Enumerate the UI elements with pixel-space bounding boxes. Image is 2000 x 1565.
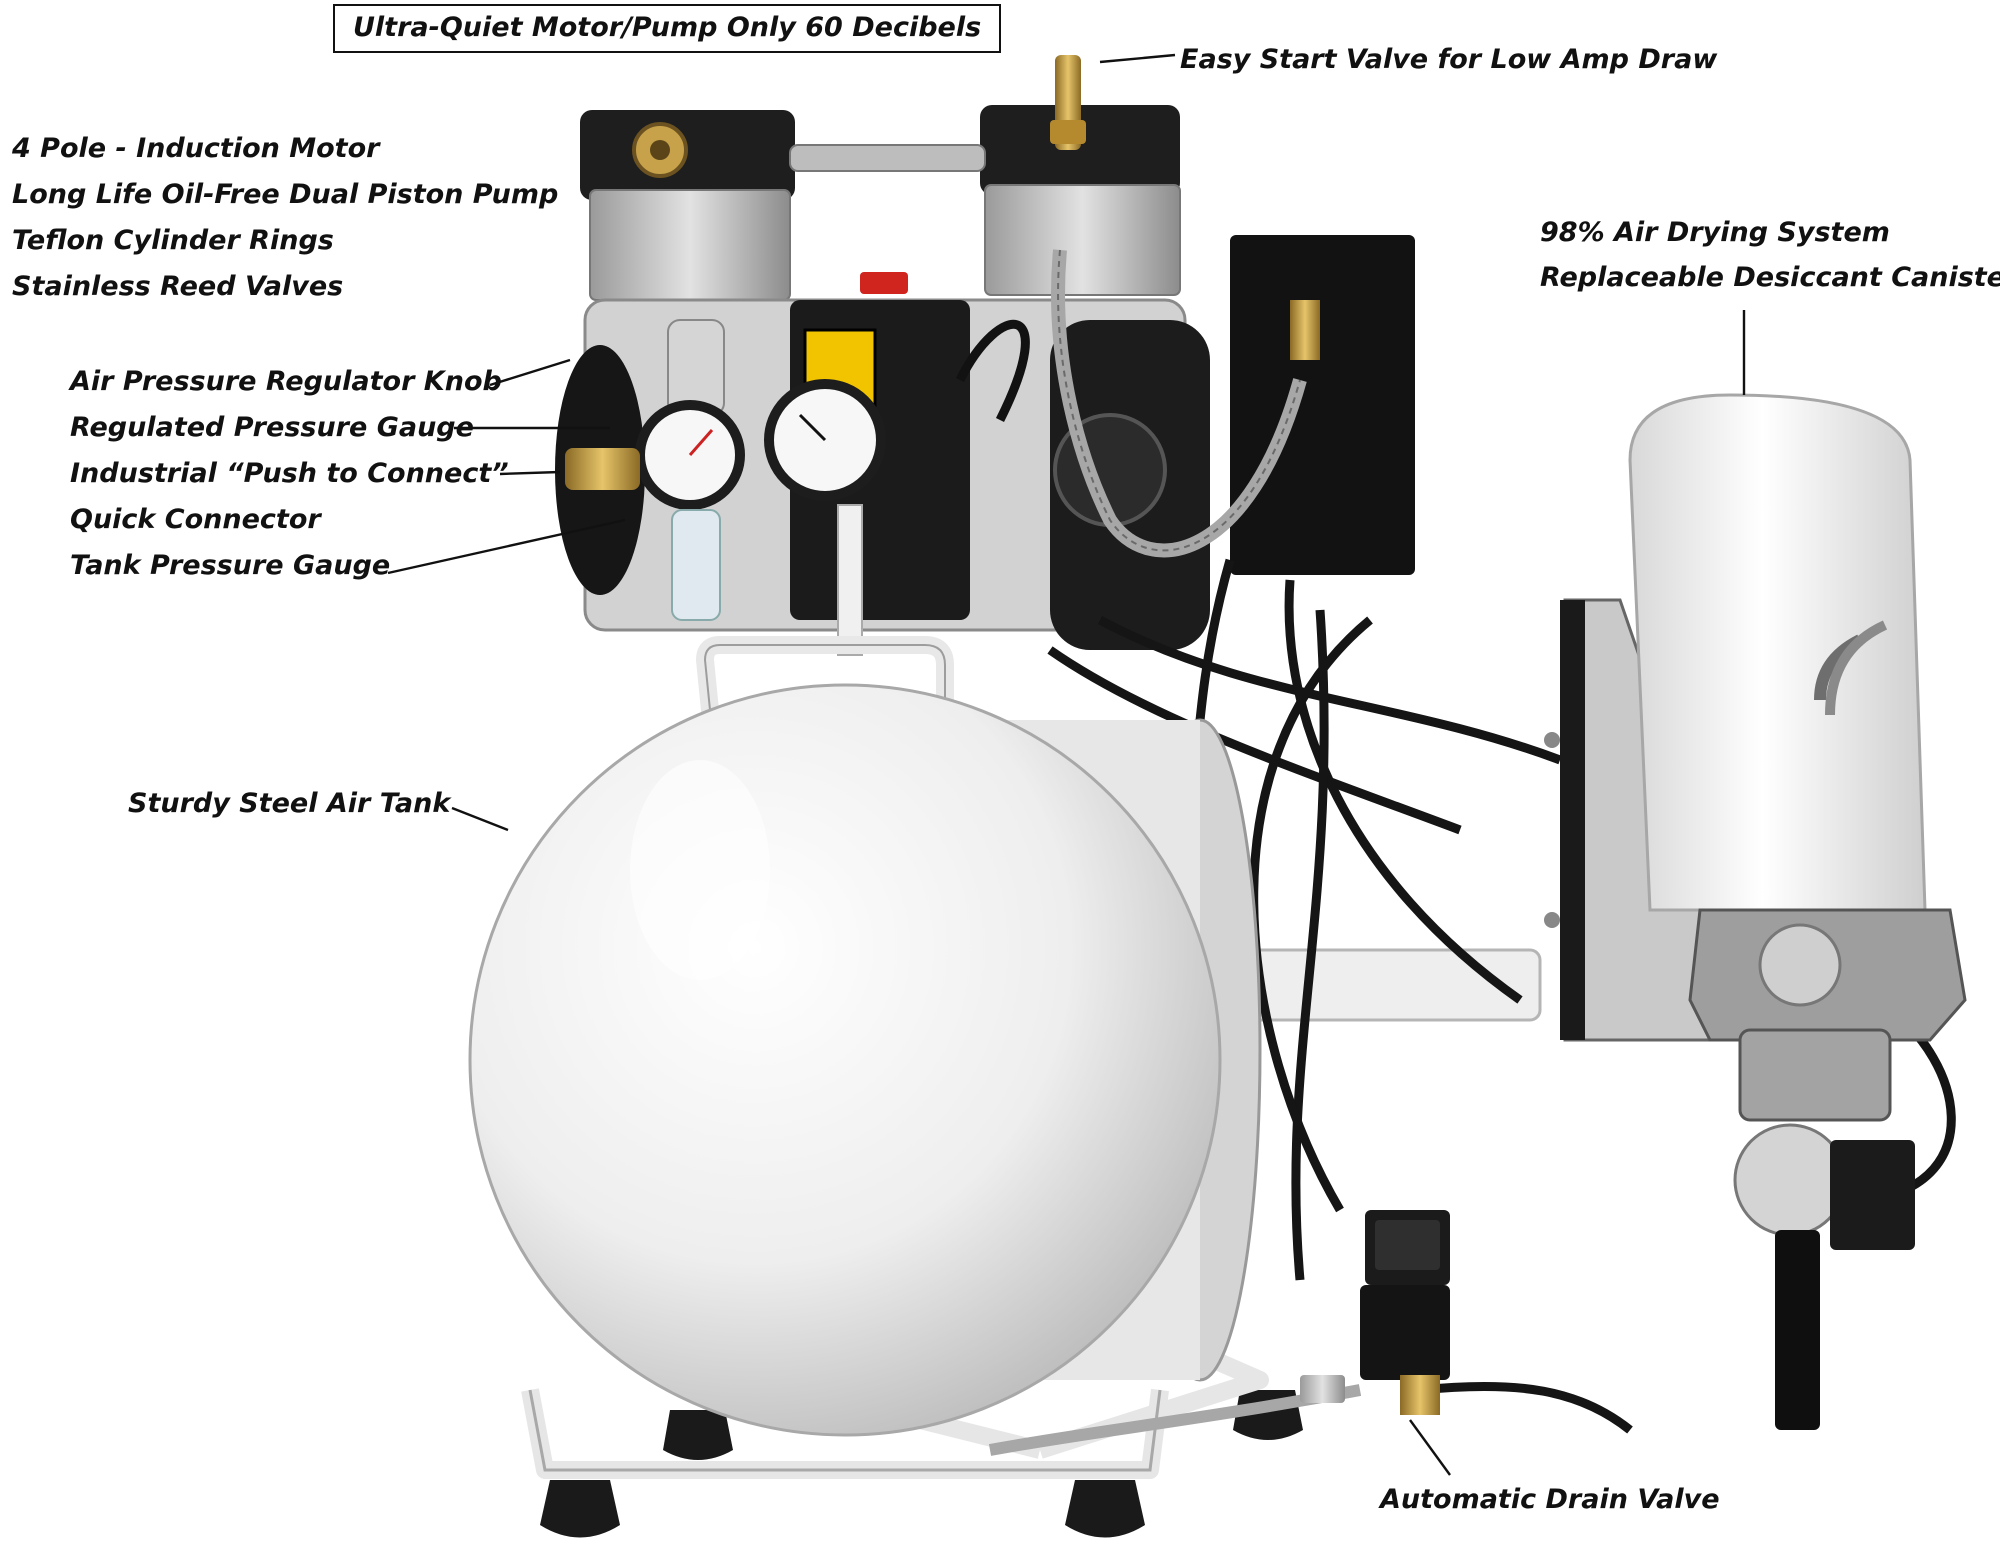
- regulator-knob-callout: Air Pressure Regulator Knob: [70, 366, 502, 397]
- motor-feature-1: 4 Pole - Induction Motor: [12, 133, 380, 164]
- air-tank: [468, 683, 1262, 1437]
- steel-tank-callout: Sturdy Steel Air Tank: [128, 788, 451, 819]
- regulator-gauges: [565, 319, 886, 656]
- desiccant-canister-callout: Replaceable Desiccant Canister: [1540, 262, 2000, 293]
- motor-feature-4: Stainless Reed Valves: [12, 271, 344, 302]
- regulated-gauge-callout: Regulated Pressure Gauge: [70, 412, 474, 443]
- callout-leader-lines: [387, 53, 1746, 1476]
- push-connect-callout: Industrial “Push to Connect”: [70, 458, 509, 489]
- drain-valve-callout: Automatic Drain Valve: [1380, 1484, 1720, 1515]
- desiccant-canister: [1628, 393, 1967, 1430]
- easy-start-valve-callout: Easy Start Valve for Low Amp Draw: [1180, 44, 1718, 75]
- drying-system-callout: 98% Air Drying System: [1540, 217, 1890, 248]
- drain-valve-assembly: [988, 1210, 1450, 1456]
- headline-callout: Ultra-Quiet Motor/Pump Only 60 Decibels: [333, 4, 1002, 53]
- quick-connector-callout: Quick Connector: [70, 504, 321, 535]
- motor-feature-2: Long Life Oil-Free Dual Piston Pump: [12, 179, 559, 210]
- tank-gauge-callout: Tank Pressure Gauge: [70, 550, 391, 581]
- motor-feature-3: Teflon Cylinder Rings: [12, 225, 334, 256]
